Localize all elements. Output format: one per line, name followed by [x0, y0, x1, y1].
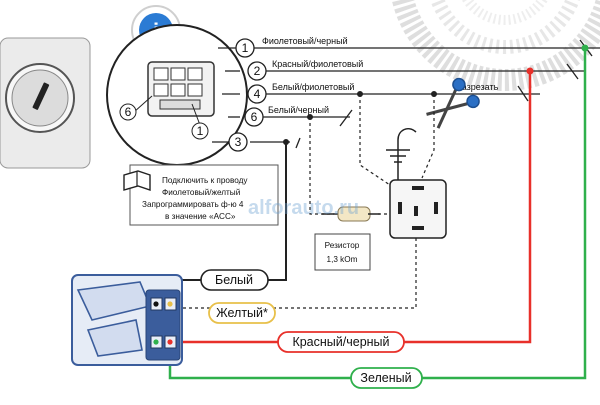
wire-label-white-violet: Белый/фиолетовый: [272, 82, 354, 92]
svg-text:Красный/черный: Красный/черный: [292, 335, 389, 349]
book-icon: [123, 170, 151, 191]
wire-label-red-violet: Красный/фиолетовый: [272, 59, 363, 69]
label-red-black: Красный/черный: [277, 331, 405, 353]
wire-label-cut: Разрезать: [456, 82, 499, 92]
pin-4-badge: 4: [247, 84, 267, 104]
label-green: Зеленый: [350, 367, 423, 389]
note-line-3: Запрограммировать ф-ю 4: [142, 200, 244, 209]
svg-text:4: 4: [254, 87, 261, 101]
note-line-4: в значение «ACC»: [165, 212, 236, 221]
plug-pin-6-number: 6: [125, 105, 132, 119]
resistor: Резистор 1,3 kOm: [314, 206, 380, 271]
svg-text:Зеленый: Зеленый: [360, 371, 411, 385]
ignition-switch: [0, 37, 91, 169]
relay: [389, 179, 447, 239]
connector-zoom-circle: 6 1: [106, 24, 248, 166]
svg-text:Желтый*: Желтый*: [216, 306, 268, 320]
instruction-note: Подключить к проводу Фиолетовый/желтый З…: [123, 164, 279, 226]
ground-icon: [386, 128, 417, 180]
plug-pin-1-marker: [191, 122, 209, 140]
plug-pin-6-marker: [119, 103, 137, 121]
note-line-2: Фиолетовый/желтый: [162, 188, 240, 197]
gear-decoration: [391, 0, 600, 91]
wire-label-violet-black: Фиолетовый/черный: [262, 36, 348, 46]
svg-text:3: 3: [235, 135, 242, 149]
plug-pin-1-number: 1: [197, 124, 204, 138]
wire-label-white-black: Белый/черный: [268, 105, 329, 115]
resistor-label-line-2: 1,3 kOm: [327, 255, 358, 264]
svg-text:6: 6: [251, 110, 258, 124]
label-yellow: Желтый*: [208, 302, 276, 324]
harness-wires: [212, 39, 600, 149]
svg-text:Белый: Белый: [215, 273, 253, 287]
pin-1-badge: 1: [235, 38, 255, 58]
pin-2-badge: 2: [247, 61, 267, 81]
watermark: alforauto.ru: [248, 197, 359, 219]
resistor-label-line-1: Резистор: [325, 241, 360, 250]
label-white: Белый: [200, 269, 269, 291]
pin-3-badge: 3: [228, 132, 248, 152]
note-line-1: Подключить к проводу: [162, 176, 248, 185]
svg-text:2: 2: [254, 64, 261, 78]
scissors-icon: [426, 77, 480, 129]
svg-text:1: 1: [242, 41, 249, 55]
pin-6-badge: 6: [244, 107, 264, 127]
aux-connector: [71, 274, 183, 366]
